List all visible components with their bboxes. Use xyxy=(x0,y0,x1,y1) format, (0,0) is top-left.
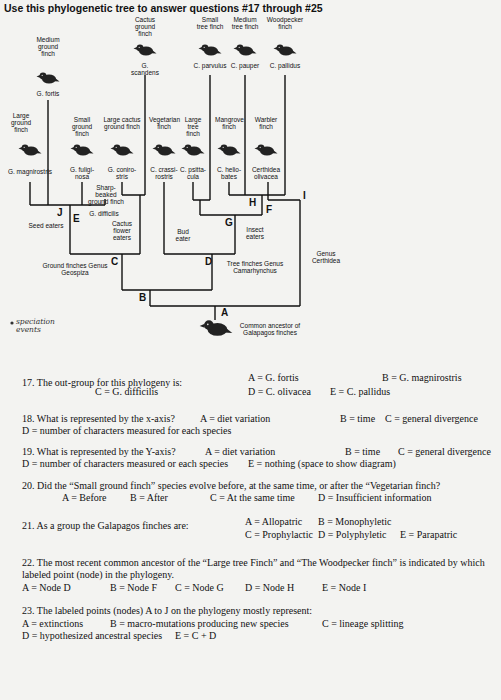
species-label: G. difficilis xyxy=(84,210,124,217)
node-letter: F xyxy=(266,204,272,215)
species-label: C. helio- bates xyxy=(214,166,244,180)
species-label: C. pauper xyxy=(230,62,260,69)
answer-choice: C = At the same time xyxy=(210,492,295,504)
species-label: Sharp-beaked ground finch xyxy=(86,184,126,205)
species-label: G. coniro- stris xyxy=(106,166,138,180)
answer-choice: C = G. difficilis xyxy=(95,386,158,398)
answer-choice: C = general divergence xyxy=(385,413,478,425)
species-label: Seed eaters xyxy=(26,222,66,229)
species-label: Large ground finch xyxy=(5,112,37,133)
answer-choice: E = C. pallidus xyxy=(330,386,390,398)
answer-choice: D = Node H xyxy=(245,582,294,594)
question-text: 23. The labeled points (nodes) A to J on… xyxy=(22,605,492,617)
answer-choice: B = macro-mutations producing new specie… xyxy=(110,618,289,630)
handwritten-dot xyxy=(10,321,13,324)
species-label: G. fuligi- nosa xyxy=(66,166,98,180)
species-label: Warbler finch xyxy=(251,116,281,130)
node-letter: C xyxy=(111,256,118,267)
handwritten-note: speciation events xyxy=(16,318,60,335)
species-label: G. fortis xyxy=(33,90,63,97)
answer-choice: A = Node D xyxy=(22,582,71,594)
answer-choice: D = Polyphyletic xyxy=(318,529,386,541)
answer-choice: B = time xyxy=(345,446,380,458)
question-text: 20. Did the “Small ground finch” species… xyxy=(22,480,472,492)
species-label: Small tree finch xyxy=(196,16,224,30)
species-label: Tree finches Genus Camarhynchus xyxy=(220,260,290,274)
species-label: Cactus flower eaters xyxy=(108,220,136,241)
answer-choice: A = Allopatric xyxy=(245,516,302,528)
answer-choice: B = Monophyletic xyxy=(318,516,391,528)
species-label: Genus Certhidea xyxy=(306,250,346,264)
species-label: C. pallidus xyxy=(268,62,302,69)
answer-choice: C = general divergence xyxy=(398,446,491,458)
answer-choice: B = After xyxy=(130,492,168,504)
answer-choice: B = time xyxy=(340,413,375,425)
node-letter: D xyxy=(205,256,212,267)
node-letter: B xyxy=(139,292,146,303)
species-label: G. magnirostris xyxy=(5,168,55,175)
node-letter: E xyxy=(73,213,80,224)
answer-choice: C = Node G xyxy=(175,582,224,594)
answer-choice: D = Insufficient information xyxy=(318,492,432,504)
answer-choice: A = diet variation xyxy=(205,446,275,458)
tree-branches xyxy=(30,75,300,320)
node-letter: G xyxy=(225,217,233,228)
node-letter: I xyxy=(303,190,306,201)
finch-silhouettes xyxy=(19,45,297,336)
answer-choice: A = Before xyxy=(62,492,107,504)
species-label: Certhidea olivacea xyxy=(249,166,283,180)
answer-choice: B = G. magnirostris xyxy=(382,372,462,384)
species-label: Medium tree finch xyxy=(230,16,260,30)
species-label: C. psitta- cula xyxy=(178,166,208,180)
species-label: Bud eater xyxy=(170,228,196,242)
answer-choice: A = diet variation xyxy=(200,413,270,425)
answer-choice: E = C + D xyxy=(175,630,216,642)
node-letter: H xyxy=(249,197,256,208)
answer-choice: A = extinctions xyxy=(22,618,83,630)
species-label: Cactus ground finch xyxy=(130,16,160,37)
question-text: 22. The most recent common ancestor of t… xyxy=(22,557,492,581)
species-label: Vegetarian finch xyxy=(149,116,179,130)
species-label: Common ancestor of Galapagos finches xyxy=(234,322,306,336)
answer-choice: D = C. olivacea xyxy=(248,386,311,398)
answer-choice: E = Node I xyxy=(322,582,366,594)
answer-choice: C = Prophylactic xyxy=(245,529,313,541)
answer-choice: B = Node F xyxy=(110,582,157,594)
answer-choice: E = nothing (space to show diagram) xyxy=(248,458,396,470)
answer-choice: A = G. fortis xyxy=(248,372,299,384)
species-label: Ground finches Genus Geospiza xyxy=(38,262,112,276)
species-label: C. crassi- rostris xyxy=(148,166,180,180)
species-label: Small ground finch xyxy=(68,116,96,137)
species-label: C. parvulus xyxy=(193,62,227,69)
species-label: Mangrove finch xyxy=(215,116,243,130)
question-text: 18. What is represented by the x-axis? xyxy=(22,413,175,425)
node-letter: J xyxy=(57,207,63,218)
answer-choice: D = number of characters measured for ea… xyxy=(22,425,231,437)
node-letter: A xyxy=(221,307,228,318)
species-label: Large cactus ground finch xyxy=(103,116,141,130)
answer-choice: D = number of characters measured or eac… xyxy=(22,458,228,470)
question-text: 19. What is represented by the Y-axis? xyxy=(22,446,176,458)
species-label: Large tree finch xyxy=(180,116,206,137)
answer-choice: C = lineage splitting xyxy=(322,618,403,630)
species-label: Medium ground finch xyxy=(31,36,65,57)
question-text: 21. As a group the Galapagos finches are… xyxy=(22,520,189,532)
answer-choice: D = hypothesized ancestral species xyxy=(22,630,162,642)
worksheet-title: Use this phylogenetic tree to answer que… xyxy=(4,2,323,14)
answer-choice: E = Parapatric xyxy=(400,529,457,541)
species-label: Woodpecker finch xyxy=(265,16,305,30)
species-label: G. scandens xyxy=(127,62,163,76)
species-label: Insect eaters xyxy=(240,226,270,240)
